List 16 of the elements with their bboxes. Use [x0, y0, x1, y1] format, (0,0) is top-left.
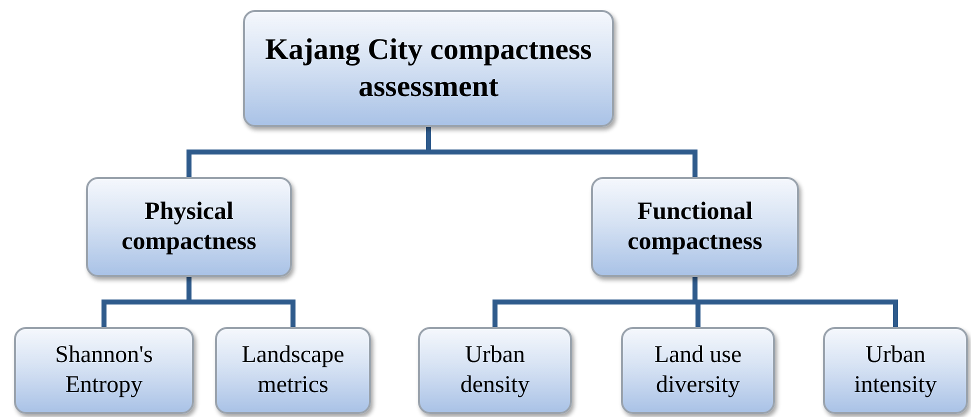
box-label: Kajang City compactness assessment: [264, 32, 593, 104]
box-label: Functional compactness: [626, 196, 764, 257]
category-box: [418, 327, 572, 414]
category-box: [215, 327, 371, 414]
category-box: [243, 10, 614, 127]
box-label: Land use diversity: [653, 341, 743, 400]
category-box: [14, 327, 194, 414]
box-label: Landscape metrics: [240, 341, 346, 400]
box-label: Shannon's Entropy: [54, 341, 154, 400]
category-box: [823, 327, 968, 414]
box-label: Urban intensity: [853, 341, 938, 400]
category-box: [621, 327, 775, 414]
box-label: Urban density: [459, 341, 531, 400]
category-box: [591, 177, 799, 277]
box-label: Physical compactness: [120, 196, 258, 257]
category-box: [86, 177, 292, 277]
